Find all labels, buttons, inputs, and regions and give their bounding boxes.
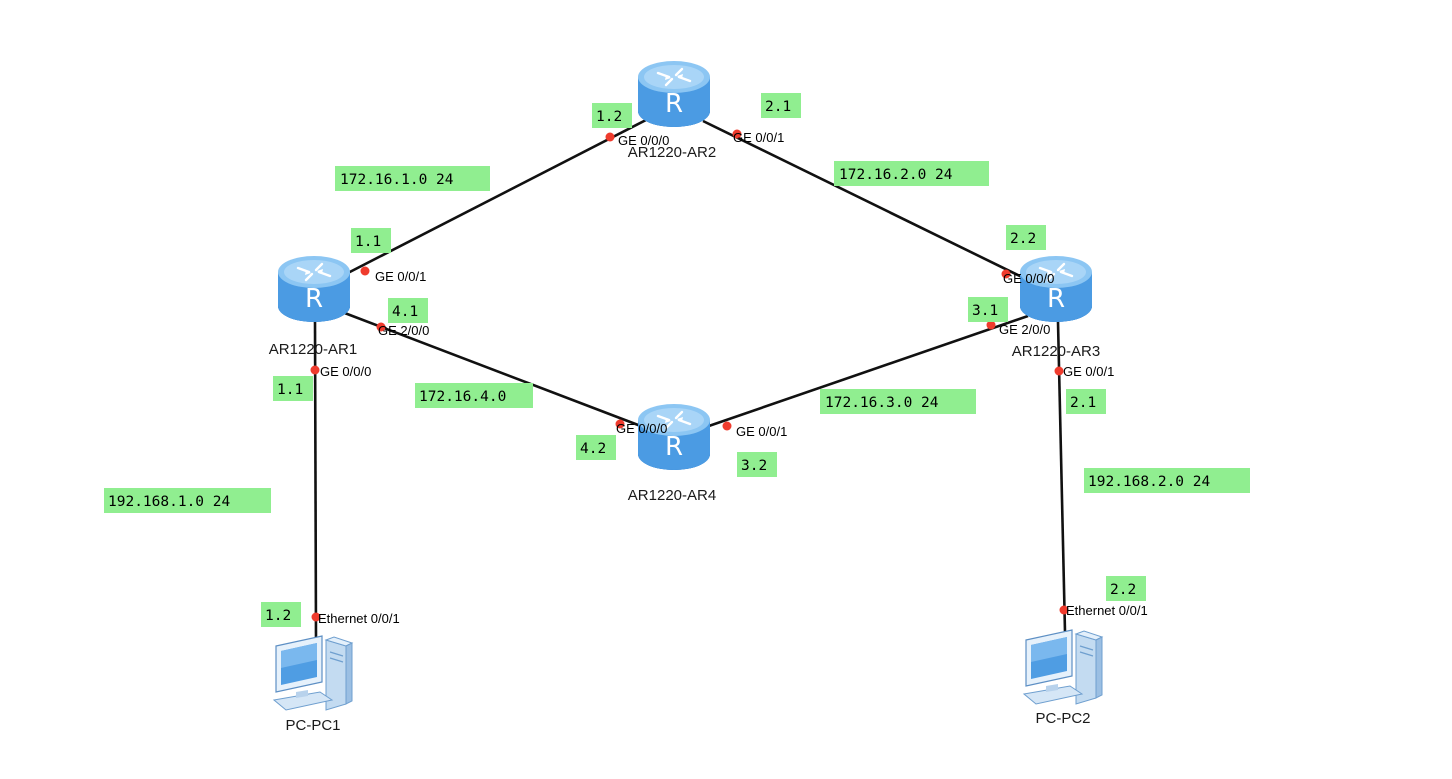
note-ip-ar1-ge000: 1.1 bbox=[273, 376, 313, 401]
port-dot-pc2-eth[interactable] bbox=[1059, 605, 1069, 615]
note-net-ar1-ar4: 172.16.4.0 bbox=[415, 383, 533, 408]
svg-text:1.2: 1.2 bbox=[596, 109, 622, 125]
router-ar3[interactable]: AR1220-AR3 bbox=[1012, 254, 1100, 360]
pc-pc1[interactable]: PC-PC1 bbox=[273, 635, 353, 734]
svg-text:2.1: 2.1 bbox=[1070, 395, 1096, 411]
link-ar2-ar3[interactable] bbox=[702, 119, 1029, 282]
svg-text:192.168.1.0 24: 192.168.1.0 24 bbox=[108, 494, 230, 510]
router-icon bbox=[636, 59, 712, 129]
note-ip-ar3-ge001: 2.1 bbox=[1066, 389, 1106, 414]
router-ar2[interactable]: AR1220-AR2 bbox=[628, 59, 716, 161]
svg-text:4.2: 4.2 bbox=[580, 441, 606, 457]
svg-text:3.2: 3.2 bbox=[741, 458, 767, 474]
router-icon bbox=[276, 254, 352, 324]
port-dot-pc1-eth[interactable] bbox=[311, 612, 321, 622]
router-icon bbox=[636, 402, 712, 472]
links-layer bbox=[313, 118, 1067, 641]
port-label-ar4-ge000: GE 0/0/0 bbox=[616, 421, 667, 436]
port-dot-ar4-ge000[interactable] bbox=[615, 419, 625, 429]
router-ar1[interactable]: AR1220-AR1 bbox=[269, 254, 357, 358]
svg-text:1.2: 1.2 bbox=[265, 608, 291, 624]
link-ar1-ar2[interactable] bbox=[341, 118, 647, 278]
router-ar4[interactable]: AR1220-AR4 bbox=[628, 402, 716, 504]
port-labels: GE 0/0/1 GE 2/0/0 GE 0/0/0 GE 0/0/0 GE 0… bbox=[318, 130, 1148, 626]
router-icon bbox=[1018, 254, 1094, 324]
svg-text:2.1: 2.1 bbox=[765, 99, 791, 115]
device-label-ar3: AR1220-AR3 bbox=[1012, 343, 1100, 360]
port-dot-ar3-ge200[interactable] bbox=[986, 320, 996, 330]
svg-text:172.16.4.0: 172.16.4.0 bbox=[419, 389, 506, 405]
port-label-ar1-ge200: GE 2/0/0 bbox=[378, 323, 429, 338]
svg-text:172.16.2.0 24: 172.16.2.0 24 bbox=[839, 167, 953, 183]
pc-pc2[interactable]: PC-PC2 bbox=[1023, 629, 1103, 727]
port-label-ar3-ge200: GE 2/0/0 bbox=[999, 322, 1050, 337]
svg-text:172.16.3.0 24: 172.16.3.0 24 bbox=[825, 395, 939, 411]
port-label-ar3-ge001: GE 0/0/1 bbox=[1063, 364, 1114, 379]
port-dot-ar2-ge000[interactable] bbox=[605, 132, 615, 142]
device-label-ar1: AR1220-AR1 bbox=[269, 341, 357, 358]
note-ip-ar2-ge000: 1.2 bbox=[592, 103, 632, 128]
port-label-ar4-ge001: GE 0/0/1 bbox=[736, 424, 787, 439]
note-ip-ar1-ge200: 4.1 bbox=[388, 298, 428, 323]
note-ip-ar3-ge200: 3.1 bbox=[968, 297, 1008, 322]
port-label-ar1-ge001: GE 0/0/1 bbox=[375, 269, 426, 284]
port-dot-ar2-ge001[interactable] bbox=[732, 129, 742, 139]
device-label-ar2: AR1220-AR2 bbox=[628, 144, 716, 161]
svg-text:172.16.1.0 24: 172.16.1.0 24 bbox=[340, 172, 454, 188]
port-label-pc1-eth: Ethernet 0/0/1 bbox=[318, 611, 400, 626]
port-label-ar3-ge000: GE 0/0/0 bbox=[1003, 271, 1054, 286]
note-ip-pc2: 2.2 bbox=[1106, 576, 1146, 601]
port-label-ar2-ge001: GE 0/0/1 bbox=[733, 130, 784, 145]
note-net-ar1-ar2: 172.16.1.0 24 bbox=[335, 166, 490, 191]
annotations: 172.16.1.0 24 172.16.2.0 24 172.16.4.0 1… bbox=[104, 93, 1250, 627]
note-ip-ar1-ge001: 1.1 bbox=[351, 228, 391, 253]
note-ip-ar3-ge000: 2.2 bbox=[1006, 225, 1046, 250]
port-dot-ar1-ge000[interactable] bbox=[310, 365, 320, 375]
svg-text:2.2: 2.2 bbox=[1110, 582, 1136, 598]
note-ip-ar4-ge000: 4.2 bbox=[576, 435, 616, 460]
svg-text:3.1: 3.1 bbox=[972, 303, 998, 319]
note-net-ar4-ar3: 172.16.3.0 24 bbox=[820, 389, 976, 414]
note-net-pc2: 192.168.2.0 24 bbox=[1084, 468, 1250, 493]
link-ar1-pc1[interactable] bbox=[313, 321, 318, 641]
svg-text:1.1: 1.1 bbox=[355, 234, 381, 250]
device-label-pc1: PC-PC1 bbox=[285, 717, 340, 734]
port-label-ar1-ge000: GE 0/0/0 bbox=[320, 364, 371, 379]
svg-text:1.1: 1.1 bbox=[277, 382, 303, 398]
port-dot-ar1-ge200[interactable] bbox=[376, 322, 386, 332]
note-net-ar2-ar3: 172.16.2.0 24 bbox=[834, 161, 989, 186]
device-label-pc2: PC-PC2 bbox=[1035, 710, 1090, 727]
port-dot-ar3-ge001[interactable] bbox=[1054, 366, 1064, 376]
port-dots-layer bbox=[310, 129, 1069, 622]
link-ar1-ar4[interactable] bbox=[341, 310, 647, 430]
device-label-ar4: AR1220-AR4 bbox=[628, 487, 716, 504]
port-label-ar2-ge000: GE 0/0/0 bbox=[618, 133, 669, 148]
svg-text:4.1: 4.1 bbox=[392, 304, 418, 320]
port-dot-ar3-ge000[interactable] bbox=[1001, 269, 1011, 279]
port-dot-ar1-ge001[interactable] bbox=[360, 266, 370, 276]
note-ip-pc1: 1.2 bbox=[261, 602, 301, 627]
link-ar4-ar3[interactable] bbox=[702, 314, 1029, 430]
note-ip-ar2-ge001: 2.1 bbox=[761, 93, 801, 118]
pc-icon bbox=[1023, 629, 1103, 705]
note-ip-ar4-ge001: 3.2 bbox=[737, 452, 777, 477]
pc-icon bbox=[273, 635, 353, 711]
svg-text:192.168.2.0 24: 192.168.2.0 24 bbox=[1088, 474, 1210, 490]
note-net-pc1: 192.168.1.0 24 bbox=[104, 488, 271, 513]
svg-text:2.2: 2.2 bbox=[1010, 231, 1036, 247]
port-label-pc2-eth: Ethernet 0/0/1 bbox=[1066, 603, 1148, 618]
port-dot-ar4-ge001[interactable] bbox=[722, 421, 732, 431]
